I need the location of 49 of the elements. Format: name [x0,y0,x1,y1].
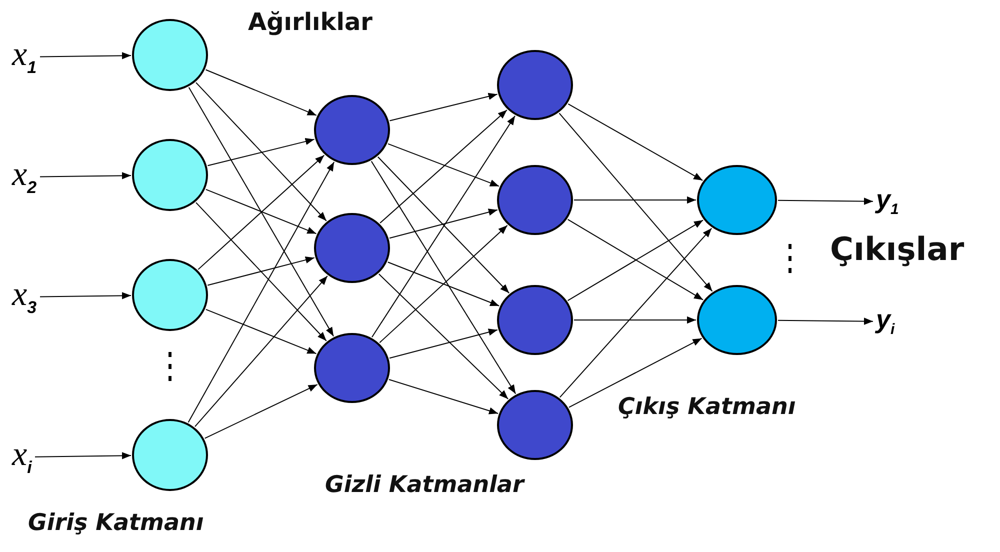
arrow [574,316,696,324]
layer-label: Çıkış Katmanı [618,394,796,420]
arrow [389,208,498,239]
arrow [389,328,498,359]
layer-label: Gizli Katmanlar [325,472,524,498]
arrow [388,143,500,187]
input-label: x$_{2}$ [12,158,37,196]
input-label: x$_{1}$ [12,38,37,76]
arrow [388,379,499,414]
arrow [188,161,335,423]
arrow [207,256,315,286]
arrow [778,318,874,325]
arrow [205,69,317,116]
arrow [379,224,508,344]
arrow [372,115,516,338]
arrow [204,384,318,439]
output-label: y$_{1}$ [876,186,899,217]
input-label: x$_{i}$ [12,438,32,476]
output-label: y$_{i}$ [876,306,895,337]
arrow [40,292,132,300]
arrow [207,138,315,166]
arrow [196,202,327,342]
arrow [34,452,132,460]
arrow [194,275,328,428]
arrow [568,103,704,181]
arrow [196,82,327,222]
layer-label: Giriş Katmanı [28,510,204,536]
arrow [778,198,874,205]
arrow [380,110,508,224]
arrow [574,196,696,204]
input-label: x$_{3}$ [12,278,37,316]
arrow [378,274,509,400]
neuron-circle [497,165,573,235]
arrow [40,172,132,180]
arrow [40,52,132,60]
outputs-label: Çıkışlar [830,230,964,268]
neuron-circle [314,213,390,283]
arrow [205,308,317,354]
arrow [387,262,500,306]
arrow [377,156,510,294]
arrow [389,92,498,122]
arrow [559,228,712,398]
arrow [205,188,317,234]
arrow [558,112,713,292]
arrow [188,86,334,337]
arrow [568,338,702,408]
arrow [370,160,516,394]
weights-label: Ağırlıklar [248,8,372,36]
arrow [198,154,325,270]
